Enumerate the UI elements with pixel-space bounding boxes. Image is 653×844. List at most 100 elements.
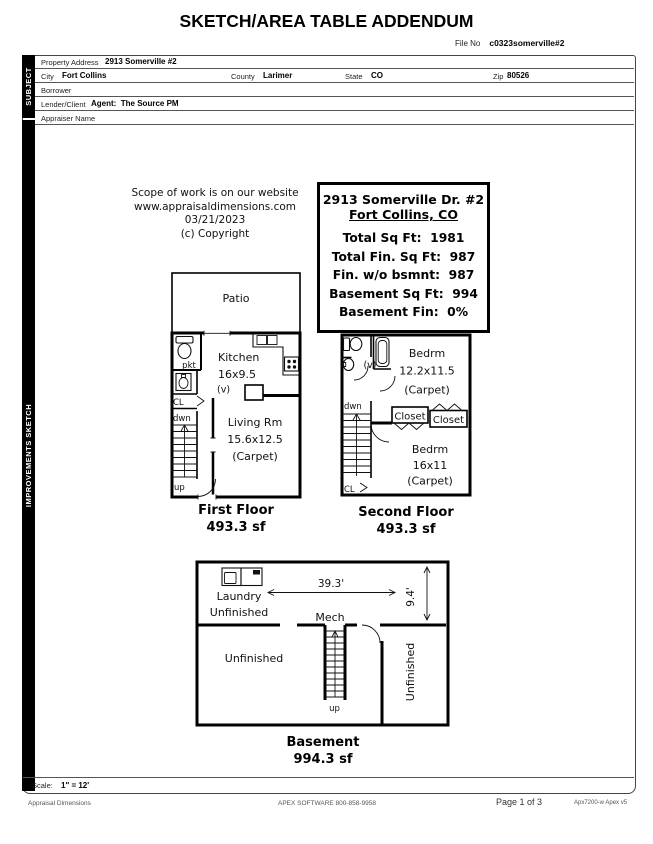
room-label-unfinished-left: Unfinished (225, 652, 283, 665)
dryer-icon (240, 567, 263, 587)
floor-area: 493.3 sf (206, 519, 266, 535)
dim-width-label: 39.3' (318, 578, 344, 590)
first-floor-plan: Patio pkt CL dwn up (170, 272, 302, 500)
room-label-bedroom2: Bedrm (412, 443, 448, 456)
summary-city-state: Fort Collins, CO (349, 207, 458, 222)
room-label-unfinished-right: Unfinished (404, 643, 417, 701)
scope-of-work-note: Scope of work is on our website www.appr… (95, 187, 335, 241)
label-dwn: dwn (344, 402, 362, 412)
summary-bsmnt-sqft: Basement Sq Ft: 994 (329, 286, 478, 301)
closet-label-right: Closet (433, 415, 464, 426)
sink-closet-walls (172, 370, 198, 395)
room-note-living: (Carpet) (232, 450, 278, 463)
room-dims-kitchen: 16x9.5 (218, 368, 256, 381)
closet-door-chevron (359, 482, 368, 493)
label-closet-cl: CL (173, 398, 184, 408)
pantry-box (244, 384, 264, 401)
form-row-property-address: Property Address 2913 Somerville #2 (35, 55, 634, 69)
zip-label: Zip (493, 71, 504, 81)
label-up: up (329, 704, 340, 714)
city-label: City (41, 71, 54, 81)
room-note-bedroom2: (Carpet) (407, 475, 453, 488)
entry-door-arc (197, 478, 216, 497)
summary-address: 2913 Somerville Dr. #2 (322, 192, 485, 207)
width-dimension-arrow (266, 589, 397, 596)
entry-door-opening (198, 494, 216, 500)
bedroom1-door-arc (379, 375, 396, 392)
bifold-door (393, 422, 425, 431)
scale-value: 1" = 12' (61, 780, 90, 790)
room-dims-bedroom2: 16x11 (413, 459, 448, 472)
city-value: Fort Collins (62, 71, 107, 80)
form-row-city-county-state-zip: City Fort Collins County Larimer State C… (35, 69, 634, 83)
subject-form: Property Address 2913 Somerville #2 City… (35, 55, 634, 125)
tab-improvements-label: IMPROVEMENTS SKETCH (24, 403, 34, 508)
room-dims-bedroom1: 12.2x11.5 (399, 365, 455, 378)
file-no: File No c0323somerville#2 (455, 38, 565, 48)
closet-right (429, 403, 468, 428)
room-note-kitchen: (v) (217, 385, 230, 396)
washer-icon (221, 567, 242, 587)
summary-bsmnt-fin: Basement Fin: 0% (338, 305, 469, 319)
basement-caption: Basement 994.3 sf (253, 735, 393, 768)
summary-total-sqft: Total Sq Ft: 1981 (342, 231, 465, 245)
bifold-door (431, 403, 463, 412)
sink-icon (342, 357, 355, 372)
room-note-laundry: Unfinished (210, 606, 268, 619)
borrower-label: Borrower (41, 85, 72, 95)
exterior-walls (195, 560, 450, 727)
kitchen-sink-icon (256, 335, 267, 345)
floor-title: Basement (286, 735, 360, 750)
room-note-bath: (v) (363, 360, 376, 371)
county-label: County (231, 71, 255, 81)
lender-label: Lender/Client (41, 99, 86, 109)
property-address-value: 2913 Somerville #2 (105, 57, 177, 66)
tub-alcove-walls (372, 335, 391, 370)
footer-version: Apx7200-w Apex v5 (574, 800, 628, 806)
closet-door-chevron (196, 395, 205, 407)
scale-label: Scale: (32, 781, 53, 790)
second-floor-caption: Second Floor 493.3 sf (336, 505, 476, 538)
first-floor-caption: First Floor 493.3 sf (166, 503, 306, 536)
file-no-label: File No (455, 39, 481, 48)
floor-title: Second Floor (358, 505, 454, 520)
scope-line-3: 03/21/2023 (184, 214, 246, 226)
bedroom2-door-arc (370, 423, 390, 443)
stove-icon (283, 356, 300, 372)
room-label-patio: Patio (223, 292, 250, 305)
toilet-icon (342, 336, 363, 352)
closet-left (391, 406, 429, 431)
exterior-walls (340, 333, 472, 497)
kitchen-counter (252, 334, 299, 376)
page-title: SKETCH/AREA TABLE ADDENDUM (179, 11, 474, 31)
form-row-appraiser: Appraiser Name (35, 111, 634, 125)
scope-line-2: www.appraisaldimensions.com (133, 200, 297, 213)
closet-label-left: Closet (394, 412, 425, 423)
file-no-value: c0323somerville#2 (489, 38, 565, 48)
label-closet-cl: CL (344, 485, 355, 495)
floor-area: 994.3 sf (293, 751, 353, 767)
state-value: CO (371, 71, 383, 80)
stairs-icon (325, 629, 345, 698)
depth-dimension-arrow (423, 565, 431, 622)
tab-improvements-sketch: IMPROVEMENTS SKETCH (22, 120, 35, 791)
door-arc (361, 624, 381, 644)
lender-value: Agent: The Source PM (91, 99, 179, 108)
appraiser-label: Appraiser Name (41, 113, 96, 123)
label-pkt: pkt (182, 361, 196, 371)
room-label-bedroom1: Bedrm (409, 347, 445, 360)
label-up: up (174, 483, 185, 493)
room-note-bedroom1: (Carpet) (404, 384, 450, 397)
summary-fin-wo-bsmnt: Fin. w/o bsmnt: 987 (332, 268, 475, 282)
label-dwn: dwn (173, 414, 191, 424)
interior-walls (197, 623, 446, 724)
form-row-lender: Lender/Client Agent: The Source PM (35, 97, 634, 111)
room-label-laundry: Laundry (217, 590, 262, 603)
room-label-living: Living Rm (228, 416, 283, 429)
room-dims-living: 15.6x12.5 (227, 433, 283, 446)
exterior-walls (170, 331, 302, 499)
dim-depth-label: 9.4' (405, 587, 417, 607)
footer-software: APEX SOFTWARE 800-858-9958 (277, 800, 377, 807)
summary-total-fin: Total Fin. Sq Ft: 987 (331, 249, 476, 264)
